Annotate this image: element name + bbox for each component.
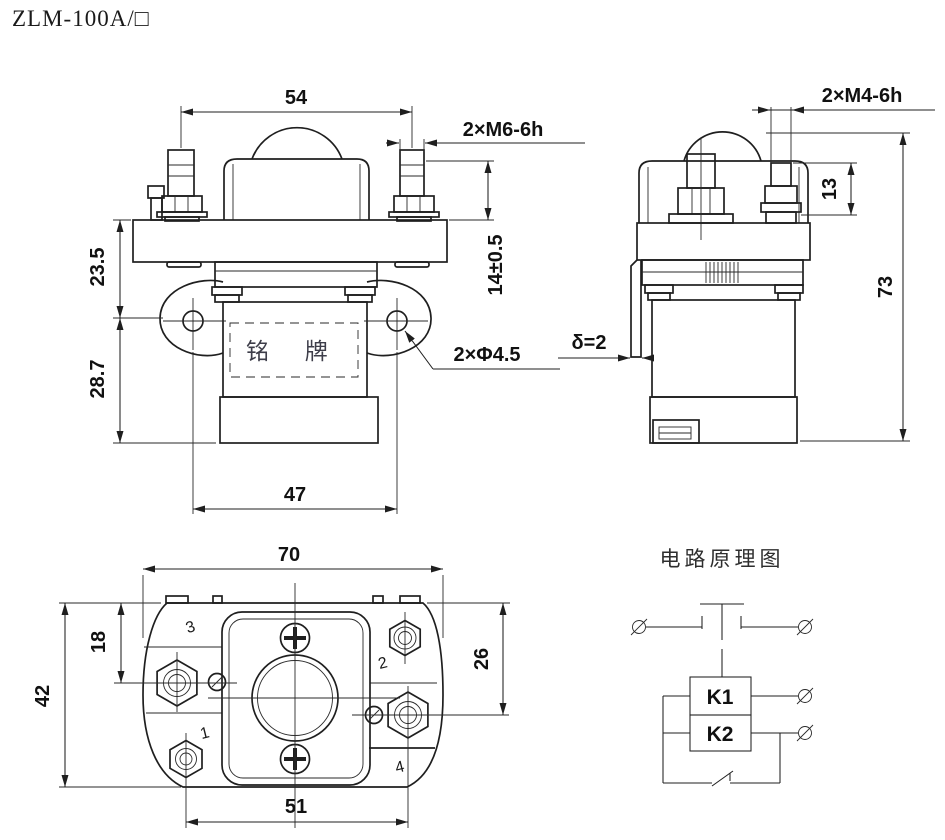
- terminal-3-label: 3: [184, 618, 198, 637]
- dim-ear-to-bottom-label: 28.7: [87, 360, 109, 399]
- coil-wiring: [662, 695, 798, 784]
- terminal-symbol-k1: [796, 687, 814, 705]
- coil-k2-box: K2: [689, 714, 752, 752]
- dim-overall-width: 70: [142, 544, 444, 638]
- front-dome-cap: [223, 126, 370, 220]
- bottom-view: 3 2 1 4 70 42 18 26: [32, 544, 510, 828]
- dim-stud-spacing-label: 54: [285, 87, 308, 109]
- dim-coil-stud-height-label: 13: [819, 178, 841, 200]
- dim-ear-holes-callout: 2×Φ4.5: [404, 330, 560, 370]
- dim-stud-spacing: 54: [180, 87, 413, 148]
- side-main-stud: [668, 138, 734, 240]
- dim-stud-thread-callout: 2×M6-6h: [386, 119, 585, 152]
- dim-flange-to-ear-label: 23.5: [87, 248, 109, 287]
- coil-k2-label: K2: [707, 723, 734, 746]
- dim-coil-thread-label: 2×M4-6h: [822, 85, 903, 107]
- terminal-1-label: 1: [199, 724, 212, 743]
- front-left-stud: [147, 149, 208, 268]
- terminal-symbol-left: [630, 618, 648, 636]
- circuit-title: 电路原理图: [660, 547, 785, 571]
- dim-terminal4-offset-label: 26: [471, 648, 493, 670]
- side-bottom-connector: [652, 419, 700, 444]
- front-flange: [132, 219, 448, 263]
- dim-stud-height-label: 14±0.5: [485, 234, 507, 295]
- dim-ear-holes-label: 2×Φ4.5: [453, 344, 520, 366]
- dim-terminal3-offset: 18: [88, 603, 125, 683]
- coil-k1-label: K1: [707, 686, 734, 709]
- dim-ear-to-bottom: 28.7: [87, 318, 216, 444]
- dim-overall-height: 73: [766, 132, 910, 442]
- side-view: 2×M4-6h 13 73 δ=2: [558, 85, 935, 444]
- dim-coil-thread-callout: 2×M4-6h: [752, 85, 935, 163]
- dim-terminal-span-label: 51: [285, 796, 307, 818]
- front-right-stud: [388, 149, 440, 268]
- dim-stud-thread-label: 2×M6-6h: [463, 119, 544, 141]
- terminal-symbol-k2: [796, 724, 814, 742]
- front-view: 铭 牌 54 2×M6-6h 14±0.5: [87, 87, 585, 514]
- side-dome-cap: [638, 131, 809, 223]
- dim-terminal3-offset-label: 18: [88, 631, 110, 653]
- dim-overall-height-label: 73: [875, 276, 897, 298]
- terminal-symbol-right: [796, 618, 814, 636]
- dim-bracket-thickness-label: δ=2: [572, 332, 607, 354]
- bottom-outline: [142, 595, 444, 788]
- dim-stud-height: 14±0.5: [426, 160, 507, 296]
- terminal-2-label: 2: [377, 654, 390, 673]
- dim-flange-to-ear: 23.5: [87, 219, 163, 319]
- auxiliary-switch-symbol: [711, 770, 734, 787]
- terminal-4-label: 4: [394, 758, 407, 777]
- dim-ear-spacing: 47: [192, 352, 398, 514]
- dim-terminal4-offset: 26: [427, 602, 510, 715]
- side-body: [641, 259, 804, 444]
- front-nameplate: 铭 牌: [229, 322, 359, 378]
- dim-terminal-span: 51: [186, 796, 408, 826]
- coil-k1-box: K1: [689, 676, 752, 716]
- dim-ear-spacing-label: 47: [284, 484, 306, 506]
- side-coil-stud: [760, 162, 802, 224]
- main-contact-symbol: [646, 603, 798, 677]
- dim-overall-depth: 42: [32, 602, 181, 788]
- dim-overall-width-label: 70: [278, 544, 300, 566]
- circuit-schematic: 电路原理图 K1: [630, 547, 814, 787]
- side-mounting-bracket: [630, 259, 642, 358]
- dim-overall-depth-label: 42: [32, 685, 54, 707]
- nameplate-label: 铭 牌: [246, 339, 343, 364]
- drawing-title: ZLM-100A/□: [12, 6, 150, 31]
- dim-coil-stud-height: 13: [793, 162, 857, 216]
- side-flange: [636, 222, 811, 261]
- front-body: [211, 261, 379, 444]
- bottom-centerlines: [114, 583, 509, 828]
- dim-bracket-thickness-callout: δ=2: [558, 332, 654, 362]
